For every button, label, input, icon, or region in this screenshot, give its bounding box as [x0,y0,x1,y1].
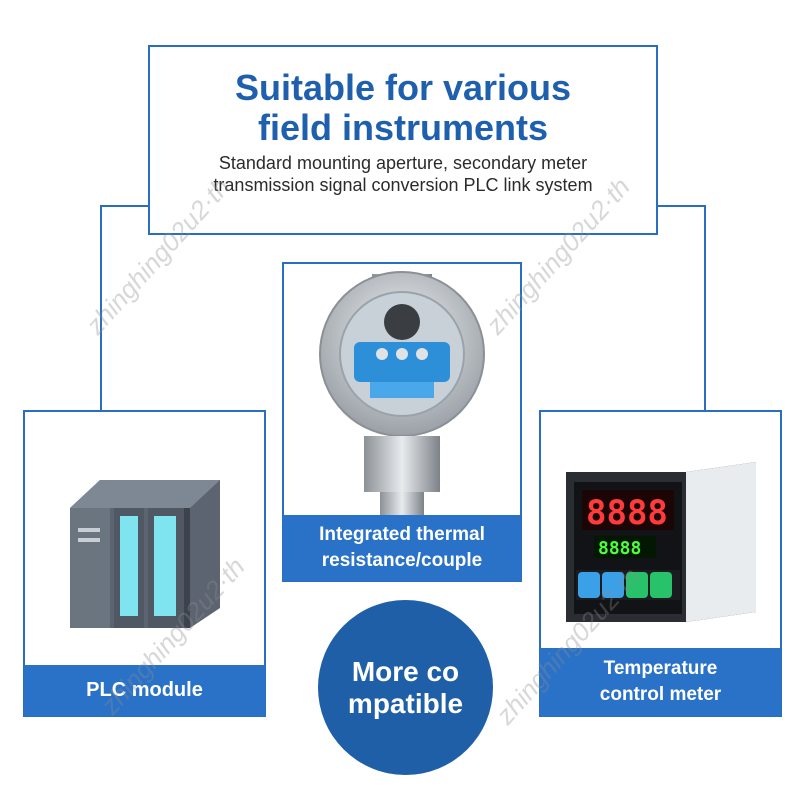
subtitle: Standard mounting aperture, secondary me… [150,152,656,196]
meter-label-line-2: control meter [599,684,722,705]
main-title: Suitable for various field instruments [150,68,656,148]
pv-display: 8888 [586,493,668,533]
connector-left-vertical [100,205,102,410]
connector-left-horizontal [100,205,150,207]
thermal-sensor-image [319,271,485,580]
plc-label: PLC module [24,665,265,716]
sv-display: 8888 [598,538,641,559]
plc-label-text: PLC module [86,679,203,701]
title-box [148,45,658,235]
connector-right-vertical [704,205,706,410]
badge-line-1: More co [351,655,460,687]
title-line-1: Suitable for various [234,67,572,108]
temperature-controller-image: 8888 8888 [566,462,756,622]
subtitle-line-1: Standard mounting aperture, secondary me… [218,153,588,173]
thermal-label-line-1: Integrated thermal [319,524,485,545]
meter-label-line-1: Temperature [603,658,718,679]
thermal-label-line-2: resistance/couple [321,550,483,571]
more-compatible-badge: More co mpatible [318,600,493,775]
title-line-2: field instruments [257,107,549,148]
subtitle-line-2: transmission signal conversion PLC link … [213,175,593,195]
badge-line-2: mpatible [347,687,464,719]
meter-label: Temperature control meter [540,648,781,716]
thermal-label: Integrated thermal resistance/couple [283,515,521,581]
plc-module-image [70,480,220,628]
connector-right-horizontal [656,205,706,207]
